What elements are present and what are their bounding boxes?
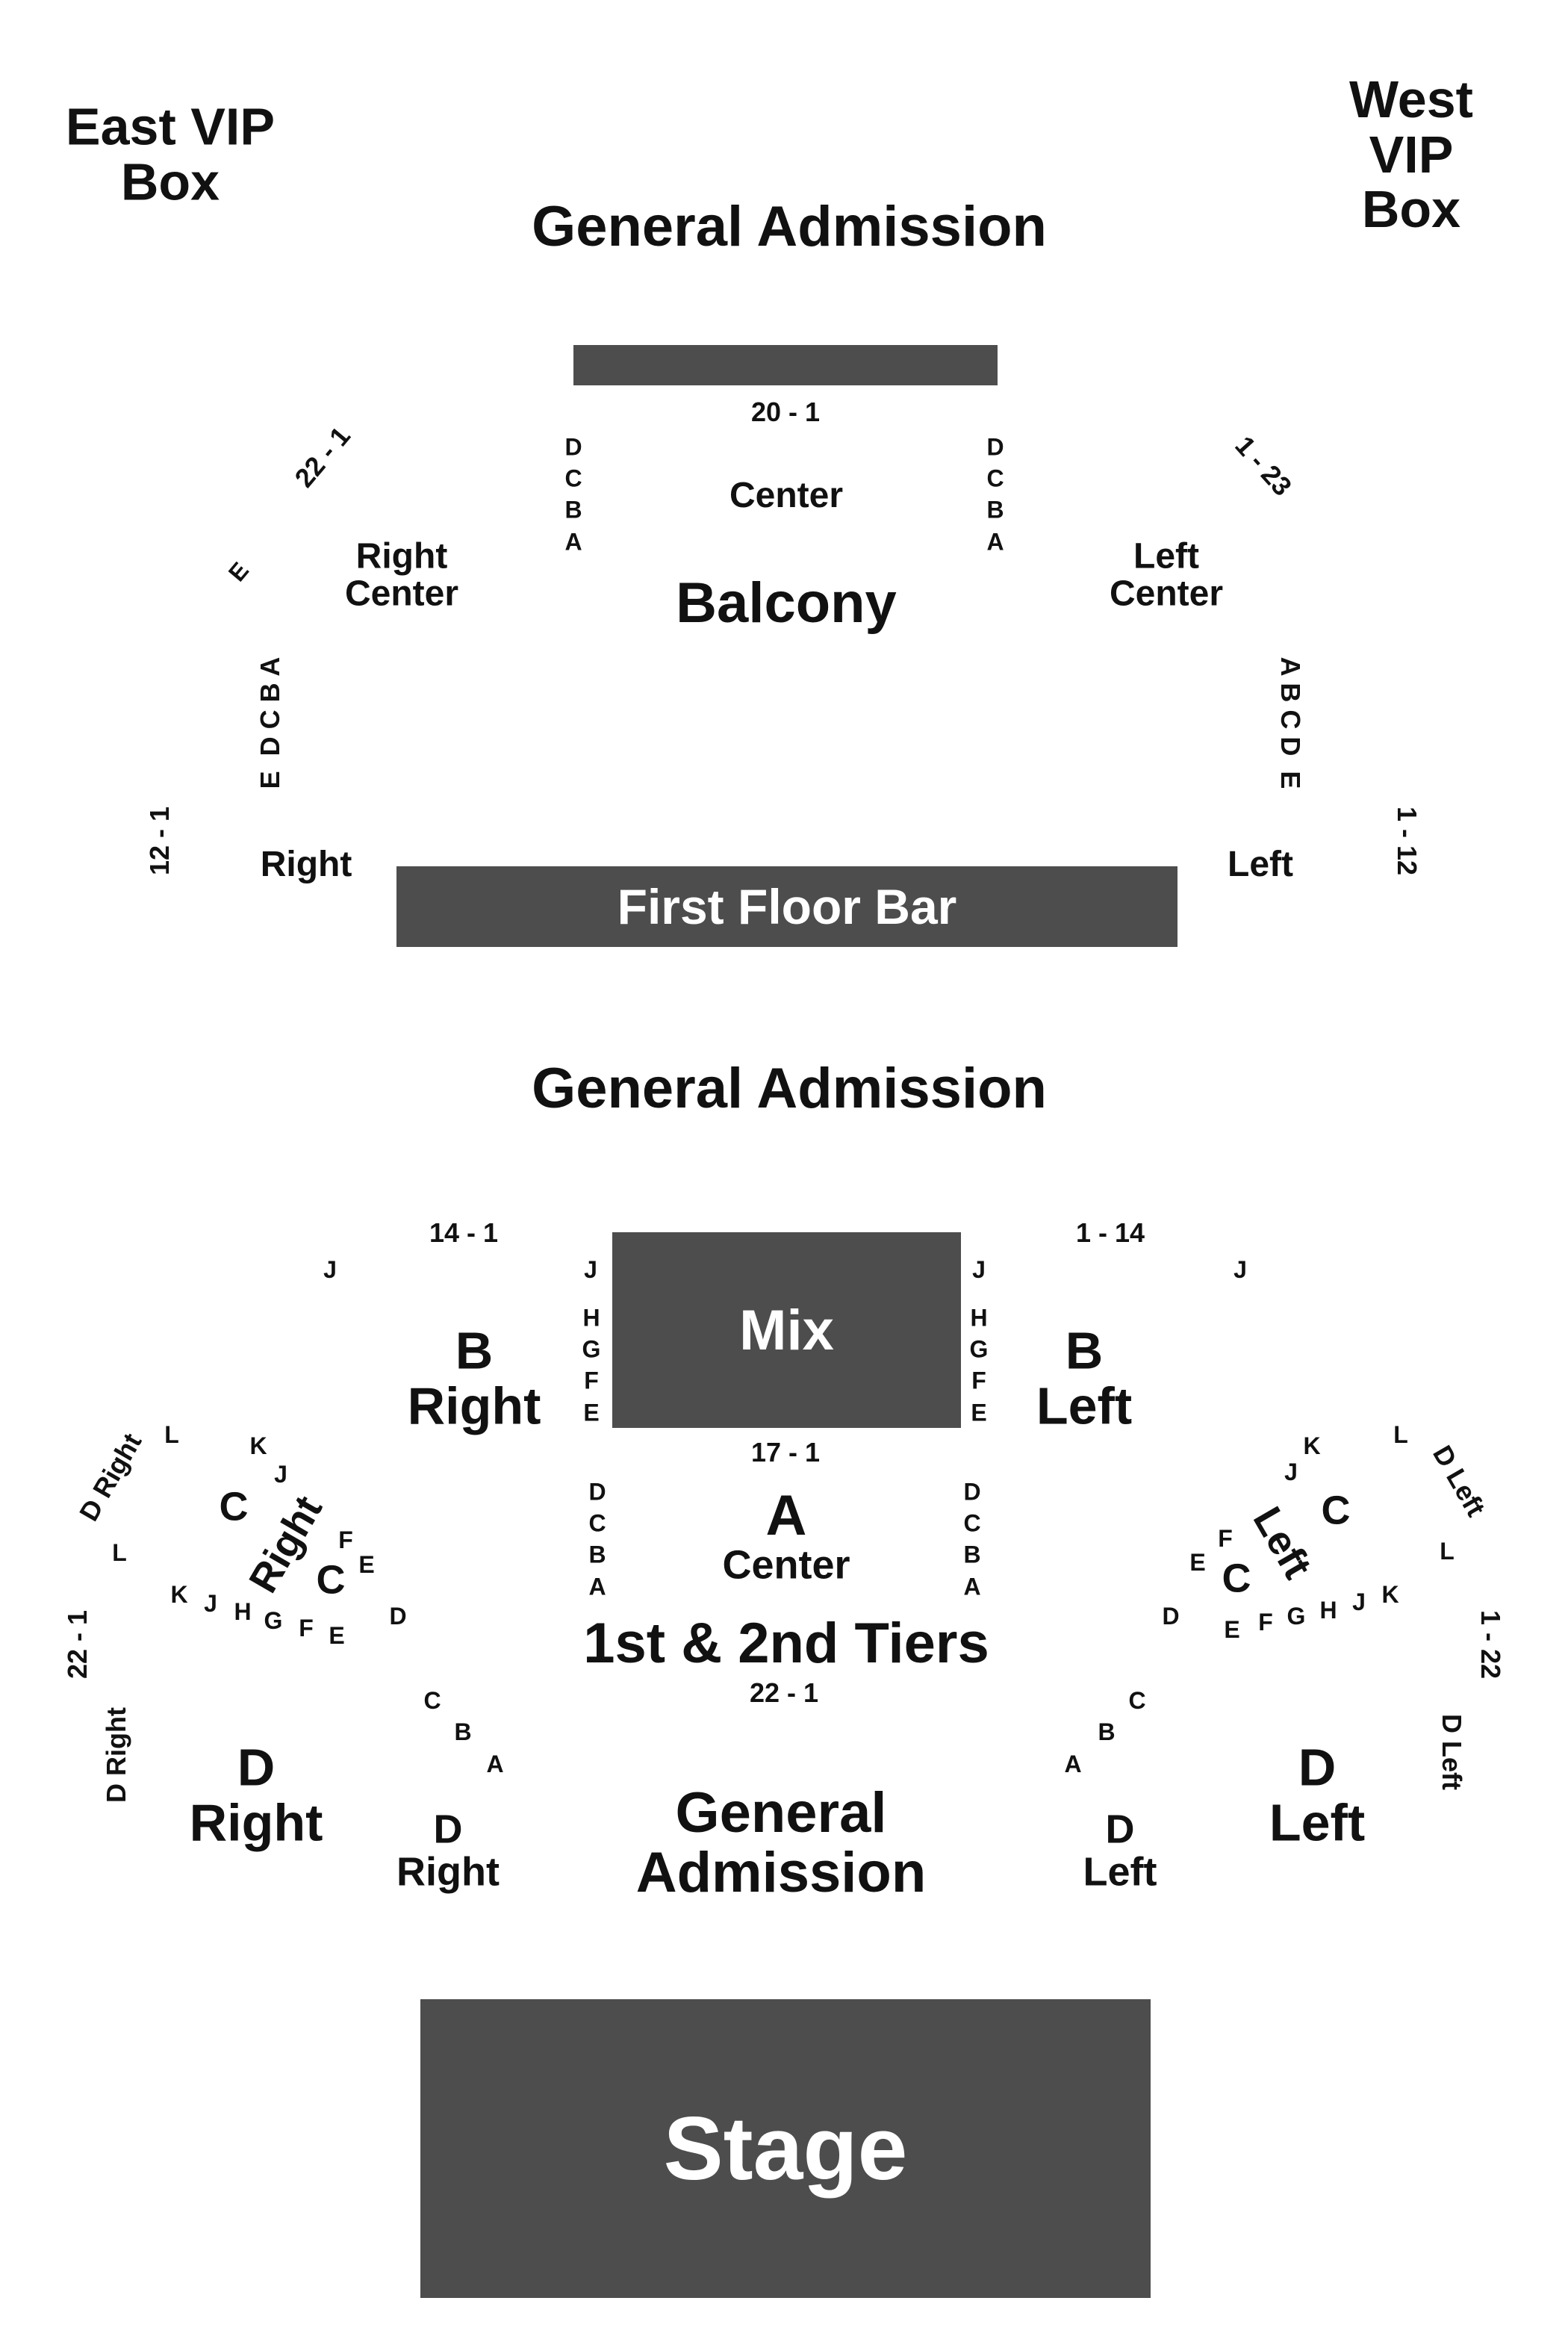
- d-left-inner-section[interactable]: D Left: [1083, 1807, 1157, 1894]
- c-right-row-f-upper: F: [338, 1526, 353, 1554]
- balcony-right-seat-range: 12 - 1: [144, 806, 175, 876]
- c-left-row-g: G: [1287, 1603, 1306, 1630]
- a-center-section[interactable]: Center: [722, 1542, 850, 1588]
- balcony-title: Balcony: [676, 571, 897, 636]
- balcony-left-seat-range: 1 - 12: [1391, 806, 1422, 876]
- c-left-row-j-lower: J: [1352, 1588, 1366, 1616]
- b-right-seat-range: 14 - 1: [429, 1217, 499, 1249]
- balcony-right-center-seat-range: 22 - 1: [288, 420, 356, 494]
- balcony-center-right-row-labels: D C B A: [564, 433, 582, 556]
- front-general-admission[interactable]: General Admission: [635, 1781, 927, 1904]
- c-left-row-l-lower: L: [1440, 1538, 1455, 1565]
- mix-booth: Mix: [612, 1232, 961, 1428]
- a-center-back-seat-range: 22 - 1: [749, 1677, 819, 1709]
- c-right-row-f-lower: F: [299, 1615, 314, 1642]
- d-right-inner-row-c: C: [423, 1687, 441, 1715]
- d-left-vertical-label: D Left: [1436, 1714, 1467, 1790]
- c-left-row-e-lower: E: [1224, 1616, 1240, 1644]
- tiers-title: 1st & 2nd Tiers: [583, 1612, 989, 1676]
- d-right-inner-section[interactable]: D Right: [396, 1807, 500, 1894]
- c-right-row-k-lower: K: [170, 1581, 188, 1609]
- c-left-row-d: D: [1162, 1603, 1180, 1630]
- c-right-row-h: H: [234, 1598, 252, 1626]
- balcony-left-center-section[interactable]: Left Center: [1109, 536, 1224, 614]
- c-left-section-letter-upper[interactable]: C: [1321, 1488, 1351, 1533]
- b-right-section[interactable]: B Right: [407, 1321, 541, 1435]
- stage: Stage: [420, 1999, 1151, 2298]
- d-right-inner-row-b: B: [454, 1718, 472, 1746]
- balcony-right-row-labels: E D C B A: [255, 656, 286, 789]
- c-left-row-e-upper: E: [1189, 1549, 1206, 1577]
- c-left-row-h: H: [1319, 1597, 1337, 1624]
- c-right-row-k-top: K: [249, 1432, 267, 1460]
- balcony-right-center-row-e: E: [223, 556, 255, 587]
- c-left-section-label[interactable]: Left: [1244, 1499, 1321, 1586]
- balcony-right-center-section[interactable]: Right Center: [344, 536, 459, 614]
- d-right-outer-section[interactable]: D Right: [189, 1738, 323, 1851]
- b-left-inner-row-j: J: [972, 1256, 986, 1284]
- west-vip-box[interactable]: West VIP Box: [1349, 69, 1473, 238]
- c-right-row-j-top: J: [274, 1461, 287, 1488]
- c-left-row-l-top: L: [1393, 1421, 1408, 1449]
- c-left-row-f-upper: F: [1218, 1525, 1233, 1553]
- b-left-section[interactable]: B Left: [1036, 1321, 1133, 1435]
- b-left-seat-range: 1 - 14: [1075, 1217, 1145, 1249]
- balcony-center-section[interactable]: Center: [729, 475, 844, 515]
- c-right-section-letter-lower[interactable]: C: [316, 1557, 346, 1603]
- c-right-row-e-upper: E: [358, 1551, 375, 1579]
- d-left-inner-row-b: B: [1098, 1718, 1116, 1746]
- b-right-row-labels: H G F E: [582, 1304, 601, 1426]
- c-left-row-k-top: K: [1303, 1432, 1321, 1460]
- d-left-outer-section[interactable]: D Left: [1269, 1738, 1366, 1851]
- c-right-row-e-lower: E: [329, 1622, 345, 1650]
- c-left-row-f-lower: F: [1258, 1609, 1273, 1636]
- first-floor-bar: First Floor Bar: [396, 866, 1177, 947]
- d-left-inner-row-a: A: [1064, 1751, 1082, 1778]
- b-right-inner-row-j: J: [584, 1256, 597, 1284]
- balcony-general-admission[interactable]: General Admission: [532, 195, 1047, 259]
- c-right-row-g: G: [264, 1607, 283, 1635]
- c-left-d-left-label: D Left: [1427, 1440, 1492, 1522]
- c-left-row-j-top: J: [1284, 1459, 1298, 1486]
- c-left-row-k-lower: K: [1381, 1581, 1399, 1609]
- east-vip-box[interactable]: East VIP Box: [65, 97, 276, 211]
- c-right-row-l-lower: L: [112, 1539, 127, 1567]
- d-left-inner-row-c: C: [1128, 1687, 1146, 1715]
- b-left-outer-row-j: J: [1233, 1256, 1247, 1284]
- d-right-inner-row-a: A: [486, 1751, 504, 1778]
- a-center-section-letter[interactable]: A: [765, 1484, 807, 1548]
- b-left-row-labels: H G F E: [969, 1304, 989, 1426]
- c-right-d-right-label: D Right: [72, 1428, 148, 1526]
- balcony-left-row-labels: A B C D E: [1275, 656, 1306, 789]
- balcony-center-left-row-labels: D C B A: [986, 433, 1004, 556]
- c-right-row-d: D: [389, 1603, 407, 1630]
- c-right-seat-range: 22 - 1: [62, 1609, 93, 1680]
- a-center-right-row-labels: D C B A: [588, 1478, 606, 1600]
- c-right-row-j-lower: J: [204, 1590, 217, 1618]
- d-right-vertical-label: D Right: [101, 1707, 132, 1803]
- balcony-left-section[interactable]: Left: [1228, 844, 1293, 884]
- c-right-row-l-top: L: [164, 1421, 179, 1449]
- a-center-seat-range: 17 - 1: [750, 1437, 821, 1468]
- b-right-outer-row-j: J: [323, 1256, 337, 1284]
- balcony-left-center-seat-range: 1 - 23: [1229, 429, 1298, 502]
- c-right-section-letter-upper[interactable]: C: [219, 1484, 249, 1529]
- balcony-center-seat-range: 20 - 1: [750, 397, 821, 428]
- floor-general-admission[interactable]: General Admission: [532, 1057, 1047, 1121]
- balcony-rail: [573, 345, 998, 385]
- a-center-left-row-labels: D C B A: [963, 1478, 981, 1600]
- c-left-seat-range: 1 - 22: [1475, 1609, 1506, 1680]
- c-left-section-letter-lower[interactable]: C: [1222, 1556, 1251, 1601]
- balcony-right-section[interactable]: Right: [260, 844, 352, 884]
